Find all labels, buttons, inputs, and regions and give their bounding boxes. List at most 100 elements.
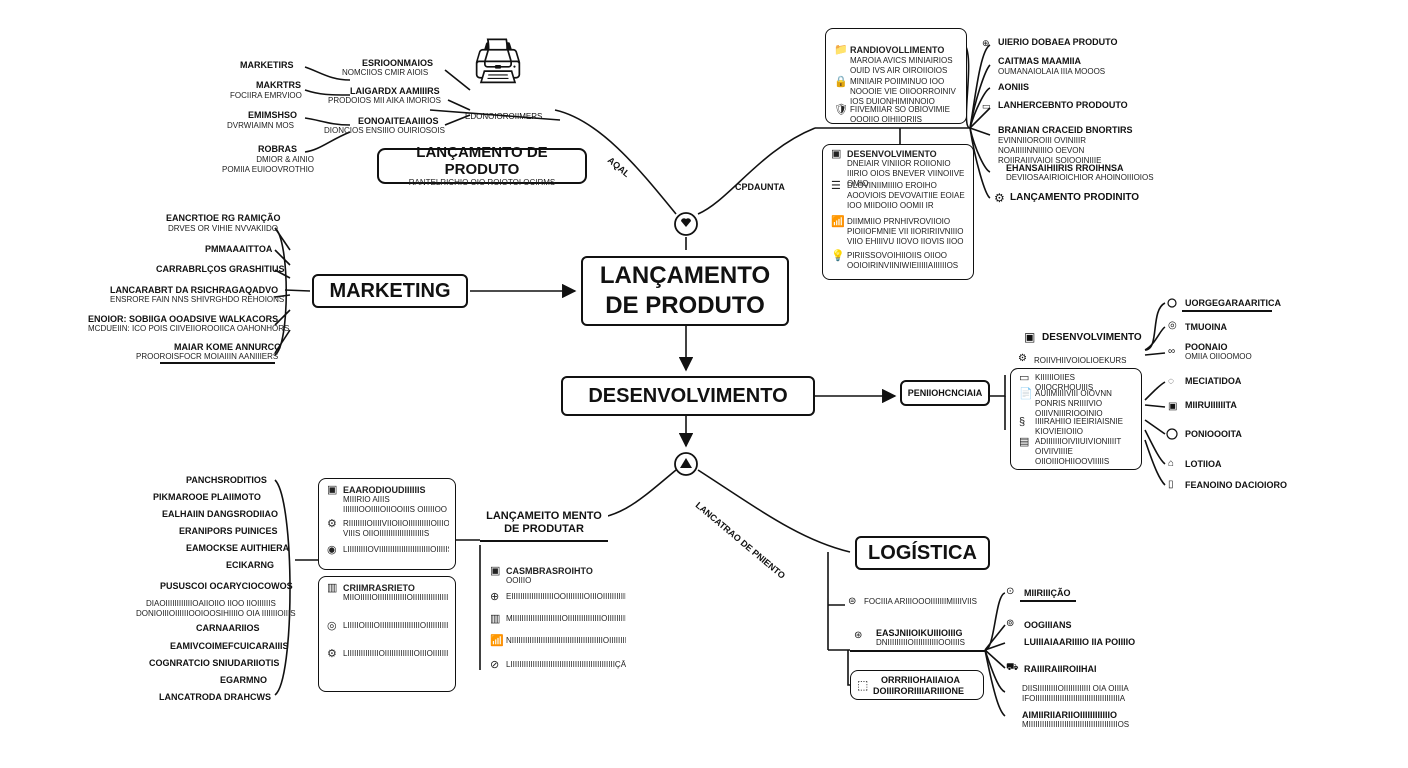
folder-icon: 📁 bbox=[834, 44, 848, 56]
tl-left-item-1-title: MARKETIRS bbox=[240, 60, 294, 70]
box-icon: ▣ bbox=[831, 148, 842, 160]
link-log-r6 bbox=[984, 649, 1006, 717]
log-item-5-title: DIISIIIIIIIIIOIIIIIIIIIIII OIA OIIIIA bbox=[1022, 684, 1129, 693]
tr-item-6-sub: DEVIIOSAAIRIOICHIOR AHOINOIIIOIOS bbox=[1006, 173, 1154, 182]
tr-item-5-sub: EVINNIIOROIII OVINIIIR NOAIIIIINNIIIIO O… bbox=[998, 136, 1102, 165]
dv-item-2-title: TMUOINA bbox=[1185, 322, 1227, 332]
dv-item-5-title: MIIRUIIIIIITA bbox=[1185, 400, 1237, 410]
shield-icon: 🛡 bbox=[834, 104, 848, 116]
bl-item-8-title: DIAOIIIIIIIIIIIIOAIIOIIO IIOO IIOIIIIIIS bbox=[146, 599, 276, 608]
log-item-3-title: LUIIIAIAARIIIIO IIA POIIIIO bbox=[1024, 637, 1136, 647]
link-dv-1 bbox=[1144, 326, 1166, 351]
link-tl-3 bbox=[444, 114, 471, 126]
ledger-icon: ▥ bbox=[327, 582, 338, 594]
central-title-line1: LANÇAMENTO bbox=[599, 262, 771, 289]
bottom-left-launch-node[interactable]: LANÇAMEITO MENTO DE PRODUTAR bbox=[480, 508, 608, 538]
dv-item-8-icon: ▯ bbox=[1168, 479, 1174, 490]
triangle-icon bbox=[680, 458, 692, 468]
link-topleft-hub bbox=[554, 109, 677, 215]
link-tlL-1 bbox=[304, 66, 351, 81]
tl-right-item-1-title: ESRIOONMAIOS bbox=[362, 58, 434, 68]
mk-item-6-sub: PROOROISFOCR MOIAIIIN AANIIIERS bbox=[136, 352, 279, 361]
mk-item-4-title: LANCARABRT DA RSICHRAGAQADVO bbox=[110, 285, 279, 295]
bl-item-12: EGARMNO bbox=[220, 675, 267, 685]
bar-chart-icon: 📶 bbox=[490, 635, 504, 647]
desenvolvimento-node[interactable]: DESENVOLVIMENTO bbox=[561, 376, 815, 416]
link-mk-3 bbox=[274, 269, 291, 279]
log-branch3-icon: ⬚ bbox=[857, 678, 869, 692]
bl-item-5: EAMOCKSE AUITHIERA bbox=[186, 543, 290, 553]
dv-item-3-icon: ∞ bbox=[1168, 346, 1176, 357]
link-hub2-logistica bbox=[697, 469, 851, 553]
logistica-node[interactable]: LOGÍSTICA bbox=[855, 536, 990, 570]
mk-item-2-title: PMMAAAITTOA bbox=[205, 244, 273, 254]
link-tr-item2 bbox=[969, 64, 991, 129]
log-branch3-box[interactable]: ⬚ ORRRIIOHAIIAIOA DOIIIRORIIIIARIIIONE bbox=[850, 670, 984, 700]
top-left-launch-node[interactable]: LANÇAMENTO DE PRODUTO RANTELRICHIO OIO R… bbox=[377, 144, 587, 187]
tr-item-5-title: BRANIAN CRACEID BNORTIRS bbox=[998, 125, 1133, 135]
dv-item-1-title: UORGEGARAARITICA bbox=[1185, 298, 1281, 308]
desenv-branch-node[interactable]: PENIIOHCNCIAIA bbox=[900, 380, 990, 406]
tr-item-2-sub: OUMANAIOLAIA IIIA MOOOS bbox=[998, 67, 1106, 76]
logistica-title: LOGÍSTICA bbox=[868, 541, 977, 564]
link-mk-5 bbox=[274, 309, 291, 326]
link-dv-3 bbox=[1144, 381, 1166, 401]
panel-icon: ▤ bbox=[1019, 436, 1030, 448]
bl-item-8-sub: DONIOIIIOIIIIIIOOIOOSIHIIIIO OIA IIIIIII… bbox=[136, 609, 296, 618]
tl-right-item-2-title: LAIGARDX AAMIIIRS bbox=[350, 86, 440, 96]
marketing-node[interactable]: MARKETING bbox=[312, 274, 468, 308]
bl-item-1: PANCHSRODITIOS bbox=[186, 475, 267, 485]
tr-item-6-title: EHANSAIHIIRIS RROIHNSA bbox=[1006, 163, 1124, 173]
link-mk-6 bbox=[274, 329, 291, 354]
link-log-b3 bbox=[847, 650, 850, 686]
link-dv-spine bbox=[1144, 302, 1166, 351]
block-icon: ⊘ bbox=[490, 659, 500, 671]
mk-item-3-title: CARRABRLÇOS GRASHITIUS bbox=[156, 264, 285, 274]
top-left-launch-subtitle: RANTELRICHIO OIO ROIOTOI OCIRMS bbox=[408, 178, 556, 187]
log-branch2-title: EASJNIIOIKUIIIOIIIG bbox=[876, 628, 963, 638]
link-log-r4 bbox=[984, 649, 1006, 669]
log-branch2-sub: DNIIIIIIIIIOIIIIIIIIIIIOOIIIIS bbox=[876, 638, 965, 647]
link-bl-spine bbox=[274, 479, 291, 696]
log-item-1-icon: ⊙ bbox=[1006, 586, 1015, 597]
link-tr-item3 bbox=[969, 87, 991, 129]
link-dv-7 bbox=[1144, 439, 1166, 486]
tr-item-4-icon: ▭ bbox=[982, 101, 991, 111]
tl-left-item-4-title: ROBRAS bbox=[258, 144, 298, 154]
dv-item-3-sub: OMIIA OIIOOMOO bbox=[1185, 352, 1252, 361]
link-tl-1 bbox=[444, 69, 471, 91]
link-log-r3 bbox=[984, 642, 1006, 651]
bl-item-4: ERANIPORS PUINICES bbox=[179, 526, 278, 536]
log-item-4-title: RAIIIRAIIROIIHAI bbox=[1024, 664, 1097, 674]
ledger-icon: ▥ bbox=[490, 613, 501, 625]
tr-item-1-icon: ⊕ bbox=[982, 38, 990, 48]
section-icon: § bbox=[1019, 416, 1026, 428]
dv-item-4-title: MECIATIDOA bbox=[1185, 376, 1242, 386]
tr-item-7-icon: ⚙ bbox=[994, 191, 1005, 205]
link-dv-2 bbox=[1144, 352, 1166, 356]
desenv-sub-icon: ⚙ bbox=[1018, 353, 1027, 364]
bl-item-9: CARNAARIIOS bbox=[196, 623, 260, 633]
dv-item-3-title: POONAIO bbox=[1185, 342, 1228, 352]
log-item-6-sub: MIIIIIIIIIIIIIIIIIIIIIIIIIIIIIIIIIIIIIII… bbox=[1022, 720, 1130, 729]
link-tr-spine bbox=[964, 44, 971, 129]
tl-left-item-3-sub: DVRWIAIMN MOS bbox=[227, 121, 294, 130]
central-node[interactable]: LANÇAMENTO DE PRODUTO bbox=[581, 256, 789, 326]
desenv-card: ▭ KIIIIIIOIIES OIIOCRHOUIIIS 📄 AUIIMIIII… bbox=[1010, 368, 1142, 470]
bl-item-3: EALHAIIN DANGSRODIIAO bbox=[162, 509, 279, 519]
printer-icon: 🖨 bbox=[470, 37, 526, 86]
tl-right-item-3-sub: DIONCIOS ENSIIIO OUIRIOSOIS bbox=[324, 126, 445, 135]
dv-item-6-title: PONIOOOITA bbox=[1185, 429, 1242, 439]
bl-item-10: EAMIVCOIMEFCUICARAIIIS bbox=[170, 641, 289, 651]
dv-item-8-title: FEANOINO DACIOIORO bbox=[1185, 480, 1288, 490]
top-left-launch-title: LANÇAMENTO DE PRODUTO bbox=[416, 144, 548, 178]
link-tlL-3 bbox=[304, 117, 351, 126]
jar-icon: ◉ bbox=[327, 544, 337, 556]
link-mk-4 bbox=[274, 294, 291, 298]
link-tl-2 bbox=[447, 99, 471, 111]
tr-item-4-title: LANHERCEBNTO PRODOUTO bbox=[998, 100, 1128, 110]
bottom-left-card-3: ▣ CASMBRASROIHTO OOIIIO VIRIIIAIIIIIIIII… bbox=[482, 562, 632, 674]
link-tr-item4 bbox=[969, 107, 991, 129]
